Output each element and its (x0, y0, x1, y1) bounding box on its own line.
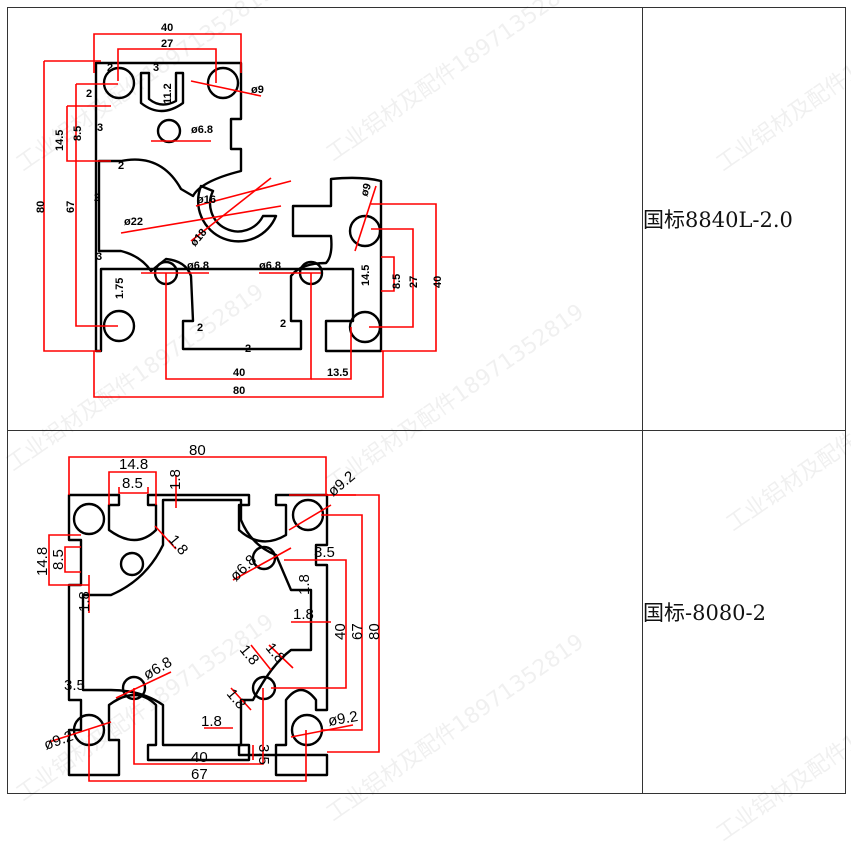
dim-14-8: 14.8 (119, 456, 148, 473)
dim-phi6-8: ø6.8 (187, 260, 209, 272)
dim-40-bottom: 40 (191, 749, 208, 766)
dimension-lines-8840L (43, 33, 437, 398)
dim-13-5: 13.5 (327, 367, 348, 379)
dimension-lines-8080 (48, 456, 380, 782)
dim-2: 2 (94, 192, 100, 204)
dim-27-top: 27 (161, 38, 173, 50)
dim-40-bottom: 40 (233, 367, 245, 379)
dim-67-bottom: 67 (191, 766, 208, 783)
dim-phi9: ø9 (359, 182, 375, 198)
dim-1-8: 1.8 (165, 532, 191, 559)
dim-8-5: 8.5 (50, 549, 67, 570)
drawing-8840L: 40 27 2 3 11.2 ø9 2 14.5 8.5 3 ø6.8 2 80… (35, 22, 444, 398)
dimension-labels-8080: 80 14.8 8.5 1.8 ø9.2 1.8 14.8 8.5 ø6.8 3… (34, 442, 383, 783)
dim-phi9-2: ø9.2 (42, 728, 76, 754)
dim-2: 2 (280, 318, 286, 330)
dim-40-top: 40 (161, 22, 173, 34)
profile-spec-table: 40 27 2 3 11.2 ø9 2 14.5 8.5 3 ø6.8 2 80… (7, 7, 846, 794)
dim-3: 3 (97, 122, 103, 134)
dim-1-75: 1.75 (114, 278, 126, 299)
dim-3-5: 3.5 (314, 544, 335, 561)
profile-name-8080: 国标-8080-2 (642, 430, 846, 794)
dim-14-8: 14.8 (34, 547, 51, 576)
dim-80-right: 80 (366, 623, 383, 640)
drawing-8080: 80 14.8 8.5 1.8 ø9.2 1.8 14.8 8.5 ø6.8 3… (34, 442, 383, 783)
dim-2: 2 (245, 343, 251, 355)
dimension-labels-8840L: 40 27 2 3 11.2 ø9 2 14.5 8.5 3 ø6.8 2 80… (35, 22, 444, 397)
dim-1-8: 1.8 (167, 469, 184, 490)
dim-phi22: ø22 (124, 216, 143, 228)
profile-outline-8080 (67, 493, 329, 777)
dim-phi9: ø9 (251, 84, 264, 96)
dim-1-8: 1.8 (201, 713, 222, 730)
dim-8-5: 8.5 (391, 274, 403, 289)
dim-3-5: 3.5 (255, 744, 272, 765)
dim-80-left: 80 (35, 201, 47, 213)
drawing-cell-8840L: 40 27 2 3 11.2 ø9 2 14.5 8.5 3 ø6.8 2 80… (7, 7, 643, 431)
dim-phi18: ø18 (188, 227, 209, 249)
dim-phi6-8: ø6.8 (227, 552, 260, 585)
dim-27-right: 27 (408, 276, 420, 288)
dim-80-bottom: 80 (233, 385, 245, 397)
dim-8-5: 8.5 (72, 126, 84, 141)
dim-1-8: 1.8 (296, 574, 313, 595)
dim-1-8: 1.8 (76, 591, 93, 612)
dim-3: 3 (96, 251, 102, 263)
dim-2: 2 (107, 62, 113, 74)
dim-8-5: 8.5 (122, 475, 143, 492)
dim-11-2: 11.2 (162, 83, 174, 104)
dim-67-left: 67 (65, 201, 77, 213)
table-row: 40 27 2 3 11.2 ø9 2 14.5 8.5 3 ø6.8 2 80… (7, 7, 846, 431)
dim-40-right: 40 (432, 276, 444, 288)
dim-1-8: 1.8 (236, 642, 262, 669)
dim-14-5: 14.5 (54, 130, 66, 151)
dim-3: 3 (153, 62, 159, 74)
dim-40-right: 40 (332, 623, 349, 640)
profile-name-8840L: 国标8840L-2.0 (642, 7, 846, 431)
dim-phi6-8: ø6.8 (259, 260, 281, 272)
dim-1-8: 1.8 (223, 686, 249, 713)
profile-outline-8840L (94, 61, 383, 353)
dim-1-8: 1.8 (293, 606, 314, 623)
dim-67-right: 67 (349, 623, 366, 640)
dim-3-5: 3.5 (64, 677, 85, 694)
table-row: 80 14.8 8.5 1.8 ø9.2 1.8 14.8 8.5 ø6.8 3… (7, 430, 846, 794)
dim-14-5: 14.5 (360, 265, 372, 286)
dim-2: 2 (86, 88, 92, 100)
dim-2: 2 (118, 160, 124, 172)
dim-2: 2 (197, 322, 203, 334)
dim-phi16: ø16 (197, 194, 216, 206)
dim-phi9-2: ø9.2 (327, 708, 360, 730)
dim-80-top: 80 (189, 442, 206, 459)
dim-phi6-8: ø6.8 (191, 124, 213, 136)
drawing-cell-8080: 80 14.8 8.5 1.8 ø9.2 1.8 14.8 8.5 ø6.8 3… (7, 430, 643, 794)
